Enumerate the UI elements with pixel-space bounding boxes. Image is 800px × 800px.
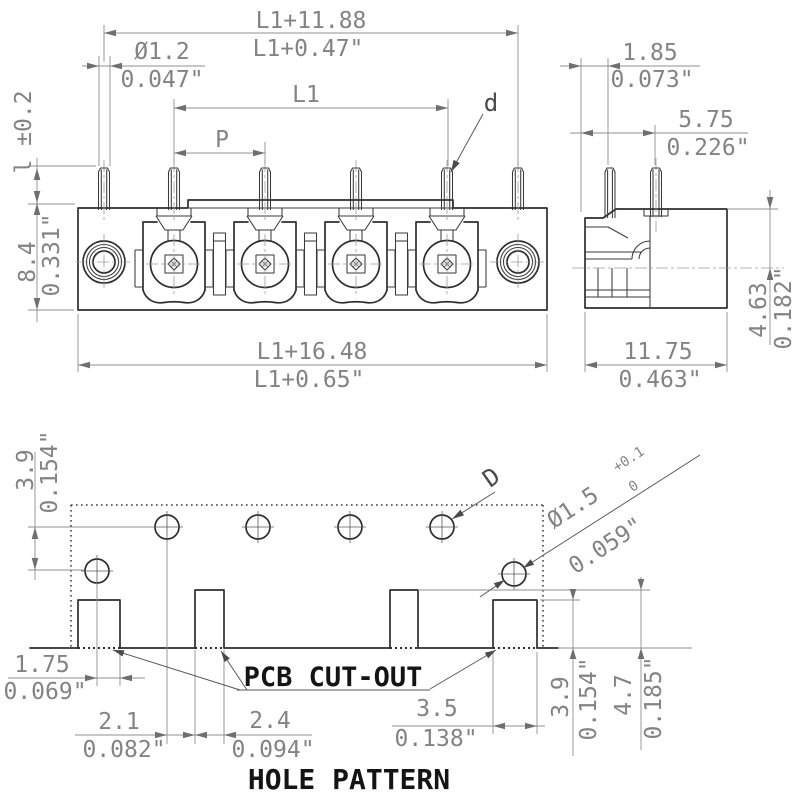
dim-pin-length: l ±0.2 (11, 90, 37, 173)
dim-pin1-offset-in: 0.073" (610, 67, 693, 93)
side-inner-top (585, 226, 629, 239)
side-view (572, 158, 784, 309)
dim-height-mm: 8.4 (15, 241, 41, 283)
dim-pitch-p: P (215, 127, 229, 153)
side-dimensions: 1.85 0.073" 5.75 0.226" 4.63 0.182" 11.7… (560, 40, 797, 393)
cutout-tab-4 (492, 599, 538, 649)
dim-row-offset-mm: 3.9 (13, 449, 39, 491)
dim-depth-in: 0.463" (618, 367, 701, 393)
hole-label-D: D (477, 462, 505, 493)
dim-height-in: 0.331" (39, 213, 65, 296)
cutout-tab-2 (194, 589, 225, 649)
hole-pattern-dimensions: 3.9 0.154" D Ø1.5 +0.1 0 0.059" 1.75 0.0… (3, 430, 701, 796)
dim-tab-h1-mm: 3.9 (548, 676, 574, 718)
dim-row-offset-in: 0.154" (37, 430, 63, 513)
cutout-label: PCB CUT-OUT (244, 662, 423, 693)
hole-pattern-view (29, 504, 559, 649)
dim-hole-tol-plus: +0.1 (610, 444, 647, 476)
dim-tab-h2-mm: 4.7 (611, 674, 637, 716)
dim-hole-tol-zero: 0 (626, 478, 642, 496)
side-pin-1 (604, 167, 616, 218)
dim-span-l1: L1 (292, 82, 320, 108)
dim-overall-top-mm: L1+11.88 (256, 8, 367, 34)
dim-pin-dia-in: 0.047" (120, 67, 203, 93)
side-clamp-lines (585, 251, 641, 260)
side-body-outline (584, 208, 728, 309)
side-pin-2 (649, 167, 663, 217)
dim-tab-h1-in: 0.154" (576, 657, 602, 740)
dim-pin1-offset-mm: 1.85 (622, 40, 677, 66)
dim-slot-in: 0.138" (394, 726, 477, 752)
dim-slot-mm: 3.5 (416, 696, 458, 722)
dim-axis-height-in: 0.182" (771, 266, 797, 349)
cutout-tab-3 (389, 589, 419, 649)
dim-gap2-mm: 2.4 (249, 708, 291, 734)
dim-hole-dia-in: 0.059" (564, 513, 648, 580)
dim-edge-in: 0.069" (3, 679, 86, 705)
side-lower-verticals (597, 268, 628, 297)
dim-overall-bottom-in: L1+0.65" (254, 367, 365, 393)
side-pin2-recess (643, 209, 669, 217)
dim-gap2-in: 0.094" (231, 737, 314, 763)
dim-hole-dia-mm: Ø1.5 (543, 482, 604, 534)
dim-overall-bottom-mm: L1+16.48 (257, 339, 368, 365)
pin-label-d: d (484, 89, 498, 117)
dim-overall-top-in: L1+0.47" (253, 36, 364, 62)
dim-axis-height-mm: 4.63 (746, 282, 772, 337)
side-elbow-arcs (631, 240, 651, 260)
dim-pin2-offset-mm: 5.75 (678, 107, 733, 133)
dim-gap1-in: 0.082" (82, 737, 165, 763)
footprint-dotted-outline (70, 504, 544, 648)
dim-pin-dia-mm: Ø1.2 (134, 39, 189, 65)
side-lower-horizontals (585, 289, 650, 298)
dim-tab-h2-in: 0.185" (641, 656, 667, 739)
dim-pin2-offset-in: 0.226" (666, 135, 749, 161)
dim-edge-mm: 1.75 (14, 652, 69, 678)
front-dimensions: L1+11.88 L1+0.47" Ø1.2 0.047" L1 P d l ±… (11, 8, 548, 393)
dim-gap1-mm: 2.1 (98, 709, 140, 735)
dim-depth-mm: 11.75 (623, 339, 692, 365)
cutout-tab-1 (77, 599, 121, 649)
drawing-title: HOLE PATTERN (248, 763, 450, 796)
front-view (75, 159, 548, 311)
